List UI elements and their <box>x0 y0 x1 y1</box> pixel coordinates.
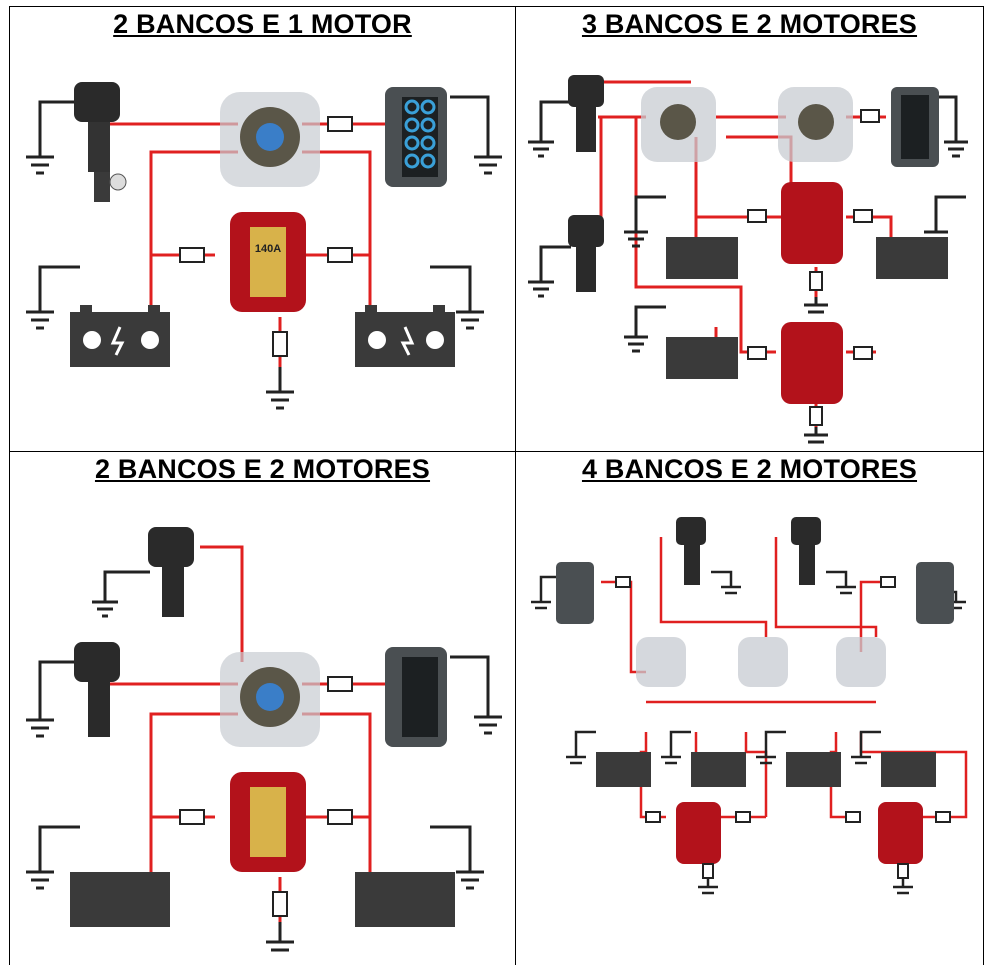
switch-panel-icon <box>385 87 447 187</box>
isolator-rating: 140A <box>255 243 281 255</box>
panel-2-banks-2-motors: 2 BANCOS E 2 MOTORES <box>9 451 516 965</box>
panel-title: 2 BANCOS E 1 MOTOR <box>113 9 412 39</box>
wiring-diagram <box>26 527 502 952</box>
isolator-icon <box>230 212 306 312</box>
wiring-diagram <box>528 75 968 444</box>
fuse-icon <box>179 116 353 357</box>
panel-3-banks-2-motors: 3 BANCOS E 2 MOTORES <box>515 6 984 452</box>
battery-switch-icon <box>220 92 320 187</box>
wiring-diagram <box>531 517 968 895</box>
wiring-diagram: 140A <box>26 82 502 410</box>
battery-icon <box>355 305 455 367</box>
battery-icon <box>70 305 170 367</box>
panel-title: 2 BANCOS E 2 MOTORES <box>94 454 431 484</box>
panel-title: 3 BANCOS E 2 MOTORES <box>581 9 918 39</box>
panel-2-banks-1-motor: 2 BANCOS E 1 MOTOR <box>9 6 516 452</box>
panel-4-banks-2-motors: 4 BANCOS E 2 MOTORES <box>515 451 984 965</box>
panel-title: 4 BANCOS E 2 MOTORES <box>581 454 918 484</box>
outboard-motor-icon <box>74 82 127 202</box>
